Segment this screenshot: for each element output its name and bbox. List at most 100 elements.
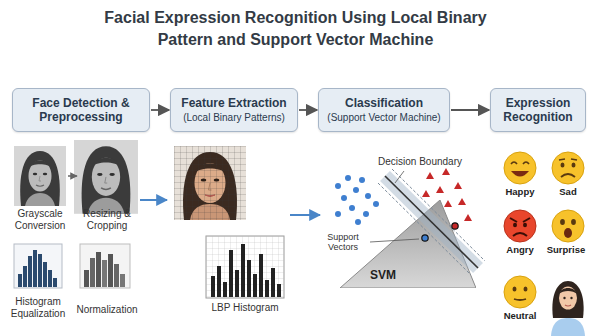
- equalization-histogram: [14, 244, 62, 288]
- lbp-face: [214, 179, 220, 182]
- callout-label: Support Vectors: [318, 232, 368, 253]
- class-a-points: [345, 175, 351, 181]
- node-heading: Feature Extraction: [181, 96, 286, 110]
- normalization-histogram: [114, 264, 119, 287]
- lbp-face: [209, 183, 212, 190]
- process-box: Face Detection & Preprocessing: [12, 88, 150, 132]
- avatar: [563, 297, 565, 299]
- happy-emoji: [523, 162, 529, 164]
- class-b-points: [464, 214, 472, 221]
- margin-band: [385, 176, 478, 268]
- step-caption: Grayscale Conversion: [9, 208, 71, 231]
- lbp-histogram-chart: [206, 236, 284, 298]
- avatar: [559, 288, 577, 294]
- class-b-points: [422, 168, 472, 221]
- lbp-face: [194, 163, 226, 173]
- process-box: Feature Extraction (Local Binary Patterns…: [170, 88, 298, 132]
- support-vector: [452, 223, 458, 229]
- lbp-face: [174, 146, 246, 220]
- class-b-points: [426, 172, 434, 179]
- angry-emoji: [510, 218, 517, 222]
- lbp-histogram-chart: [223, 282, 227, 297]
- lbp-face: [174, 146, 246, 220]
- equalization-histogram: [53, 278, 57, 287]
- avatar: [559, 287, 577, 310]
- grayscale-face: [14, 146, 66, 206]
- lbp-histogram-chart: [247, 260, 251, 297]
- lbp-face: [195, 163, 226, 203]
- callout-label: Decision Boundary: [370, 156, 470, 168]
- class-a-points: [335, 175, 379, 225]
- class-a-points: [335, 183, 341, 189]
- grayscale-face: [14, 146, 66, 206]
- avatar: [570, 297, 572, 299]
- triangle-shape: [340, 200, 476, 288]
- equalization-histogram: [43, 262, 47, 287]
- sad-emoji: [572, 162, 576, 167]
- equalization-histogram: [18, 274, 22, 287]
- flow-arrow: [140, 199, 167, 201]
- normalization-histogram: [90, 258, 95, 287]
- chart-caption: LBP Histogram: [200, 302, 290, 314]
- lbp-histogram-chart: [211, 276, 215, 297]
- expression-label: Happy: [498, 187, 542, 198]
- support-vector: [422, 235, 428, 241]
- neutral-emoji: [504, 276, 536, 308]
- leader-line: [395, 171, 404, 183]
- angry-emoji: [513, 233, 527, 236]
- class-a-points: [355, 219, 361, 225]
- angry-emoji: [523, 218, 530, 222]
- normalization-histogram: [80, 244, 130, 288]
- sad-emoji: [561, 162, 565, 167]
- class-b-points: [454, 182, 462, 189]
- normalization-histogram: [96, 252, 101, 287]
- node-subtitle: (Local Binary Patterns): [183, 112, 285, 124]
- class-b-points: [442, 168, 450, 175]
- angry-emoji: [504, 210, 536, 242]
- flow-arrow: [451, 109, 489, 111]
- flow-arrow: [299, 109, 317, 111]
- angry-emoji: [523, 223, 527, 227]
- angry-emoji: [504, 210, 536, 242]
- equalization-histogram: [48, 270, 52, 287]
- expression-label: Sad: [548, 187, 588, 198]
- happy-emoji: [504, 152, 536, 184]
- sad-emoji: [571, 159, 577, 160]
- step-caption: Normalization: [71, 304, 143, 316]
- equalization-histogram: [14, 244, 62, 288]
- sad-emoji: [552, 152, 584, 184]
- equalization-histogram: [33, 250, 37, 287]
- avatar: [565, 305, 571, 306]
- normalization-histogram: [108, 254, 113, 287]
- step-caption: Histogram Equalization: [5, 296, 71, 319]
- cropped-face: [74, 140, 138, 214]
- flow-arrow: [290, 214, 320, 216]
- class-b-points: [436, 186, 444, 193]
- avatar: [551, 318, 585, 336]
- surprise-emoji: [564, 228, 572, 238]
- neutral-emoji: [524, 286, 528, 291]
- avatar: [552, 281, 583, 318]
- happy-emoji: [511, 171, 529, 177]
- lbp-histogram-chart: [253, 274, 257, 297]
- margin-line: [392, 169, 485, 261]
- expression-label: Angry: [498, 245, 542, 256]
- lbp-histogram-chart: [229, 250, 233, 297]
- margin-line: [378, 183, 471, 275]
- lbp-face: [174, 146, 246, 220]
- class-b-points: [458, 198, 466, 205]
- surprise-emoji: [552, 210, 584, 242]
- class-a-points: [373, 201, 379, 207]
- class-a-points: [335, 211, 341, 217]
- lbp-histogram-chart: [277, 284, 281, 297]
- equalization-histogram: [23, 266, 27, 287]
- class-a-points: [353, 187, 359, 193]
- lbp-face: [183, 152, 237, 220]
- node-heading: Classification: [345, 96, 423, 110]
- flow-arrow: [151, 109, 169, 111]
- lbp-histogram-chart: [265, 280, 269, 297]
- class-b-points: [422, 190, 430, 197]
